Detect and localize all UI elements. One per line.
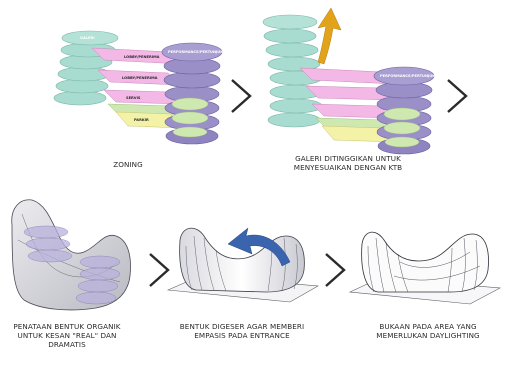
green-inset [173,127,207,137]
zone-label-lobby-2: LOBBY/PENERIMA [122,76,158,80]
zoning-diagram: GALERI LOBBY/PENERIMA LOBBY/PENERIMA SER… [54,31,229,144]
raise-arrow-icon [318,8,341,64]
organic-form-diagram [12,200,131,310]
chevron-right-icon [448,80,466,112]
chevron-right-icon [150,254,168,286]
galeri-disc [266,43,318,57]
caption-line: BUKAAN PADA AREA YANG [358,322,498,331]
caption-line: BENTUK DIGESER AGAR MEMBERI [172,322,312,331]
caption-line: PENATAAN BENTUK ORGANIK [2,322,132,331]
galeri-disc [268,113,320,127]
daylighting-diagram [350,232,500,304]
zone-label-servis: SERVIS [126,96,141,100]
caption-line: ZONING [88,160,168,169]
chevron-right-icon [232,80,250,112]
shifted-form-diagram [168,228,318,302]
green-inset [385,137,419,147]
zone-label-performing: PERFORMANCE/PERTUNJUKAN [168,50,229,54]
performing-disc [164,72,220,88]
zone-label-galeri: GALERI [80,36,95,40]
caption-zoning: ZONING [88,160,168,169]
chevron-right-icon [326,254,344,286]
galeri-raised-diagram: PERFORMANCE/PERTUNJUKAN [263,8,441,154]
zone-label-lobby: LOBBY/PENERIMA [124,55,160,59]
green-inset [172,112,208,124]
green-inset [384,108,420,120]
caption-line: UNTUK KESAN "REAL" DAN [2,331,132,340]
caption-line: MEMERLUKAN DAYLIGHTING [358,331,498,340]
green-inset [172,98,208,110]
caption-line: DRAMATIS [2,340,132,349]
green-inset [384,122,420,134]
caption-entrance: BENTUK DIGESER AGAR MEMBERI EMPASIS PADA… [172,322,312,340]
caption-line: GALERI DITINGGIKAN UNTUK [278,154,418,163]
caption-line: EMPASIS PADA ENTRANCE [172,331,312,340]
daylight-shell [362,232,489,292]
galeri-disc [263,15,317,29]
galeri-disc [264,29,316,43]
caption-organic: PENATAAN BENTUK ORGANIK UNTUK KESAN "REA… [2,322,132,349]
zone-label-performing: PERFORMANCE/PERTUNJUKAN [380,74,441,78]
zone-label-parkir: PARKIR [134,118,149,122]
performing-stack: PERFORMANCE/PERTUNJUKAN [162,43,229,144]
caption-daylighting: BUKAAN PADA AREA YANG MEMERLUKAN DAYLIGH… [358,322,498,340]
caption-line: MENYESUAIKAN DENGAN KTB [278,163,418,172]
caption-galeri: GALERI DITINGGIKAN UNTUK MENYESUAIKAN DE… [278,154,418,172]
